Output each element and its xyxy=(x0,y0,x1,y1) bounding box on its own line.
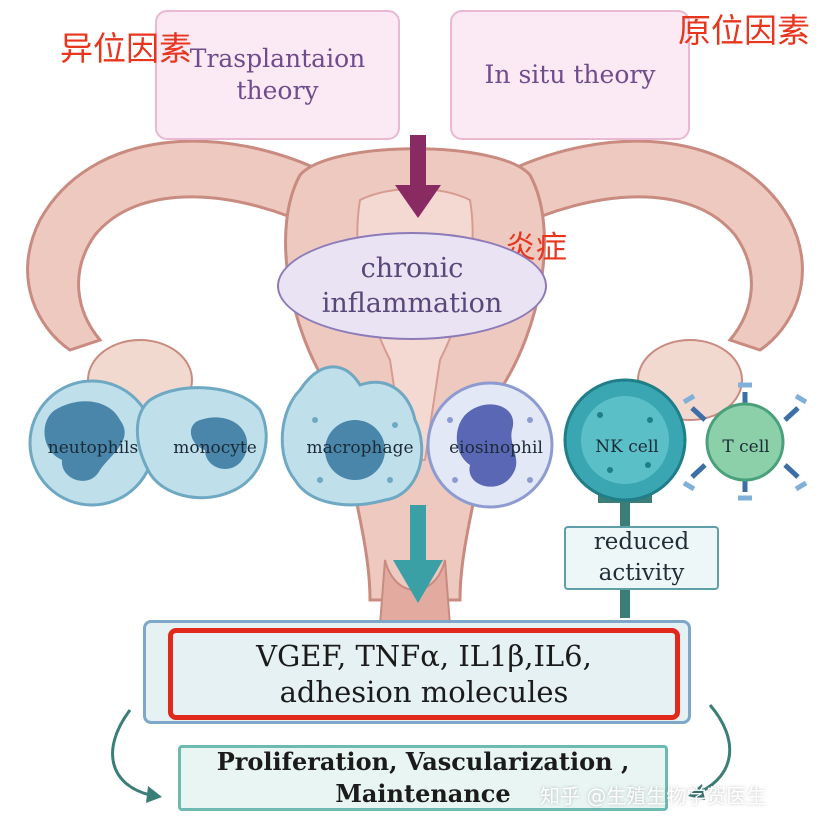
right-curved-arrowhead xyxy=(688,784,705,800)
transplantation-theory-label: Trasplantaion theory xyxy=(189,44,366,105)
neutrophil-cell xyxy=(28,379,156,507)
watermark: 知乎 @生殖生物学贺医生 xyxy=(540,784,767,808)
ectopic-factor-label: 异位因素 xyxy=(60,29,192,68)
nk-cell xyxy=(563,378,687,502)
cytokines-outer-box: VGEF, TNFα, IL1β,IL6, adhesion molecules xyxy=(143,620,691,724)
right-curved-arrow xyxy=(699,704,732,794)
cytokines-label: VGEF, TNFα, IL1β,IL6, adhesion molecules xyxy=(256,639,592,709)
eosinophil-label: eiosinophil xyxy=(449,438,543,458)
eosinophil-cell xyxy=(426,381,554,509)
left-fallopian-tube xyxy=(26,139,332,352)
monocyte-cell xyxy=(135,386,268,500)
reduced-activity-label: reduced activity xyxy=(593,529,690,586)
neutrophils-label: neutophils xyxy=(47,438,139,458)
chronic-inflammation-label: chronic inflammation xyxy=(321,253,503,319)
reduced-activity-box: reduced activity xyxy=(564,526,719,590)
transplantation-theory-box: Trasplantaion theory xyxy=(155,10,400,140)
right-fallopian-tube xyxy=(498,139,804,352)
monocyte-label: monocyte xyxy=(173,438,257,458)
left-curved-arrow xyxy=(111,709,151,797)
cytokines-highlight-box: VGEF, TNFα, IL1β,IL6, adhesion molecules xyxy=(168,628,680,720)
arrow-down-teal xyxy=(393,505,443,603)
t-cell-label: T cell xyxy=(722,437,770,457)
outcome-box: Proliferation, Vascularization , Mainten… xyxy=(178,745,668,811)
t-cell xyxy=(682,382,808,501)
nk-cell-label: NK cell xyxy=(595,437,659,457)
in-situ-factor-label: 原位因素 xyxy=(678,11,810,50)
outcome-label: Proliferation, Vascularization , Mainten… xyxy=(216,747,630,808)
chronic-inflammation-ellipse: chronic inflammation xyxy=(277,232,547,340)
macrophage-label: macrophage xyxy=(306,438,414,458)
in-situ-theory-box: In situ theory xyxy=(450,10,690,140)
macrophage-cell xyxy=(280,365,424,507)
in-situ-theory-label: In situ theory xyxy=(484,60,656,89)
arrow-down-purple xyxy=(395,135,441,218)
left-curved-arrowhead xyxy=(146,786,162,803)
